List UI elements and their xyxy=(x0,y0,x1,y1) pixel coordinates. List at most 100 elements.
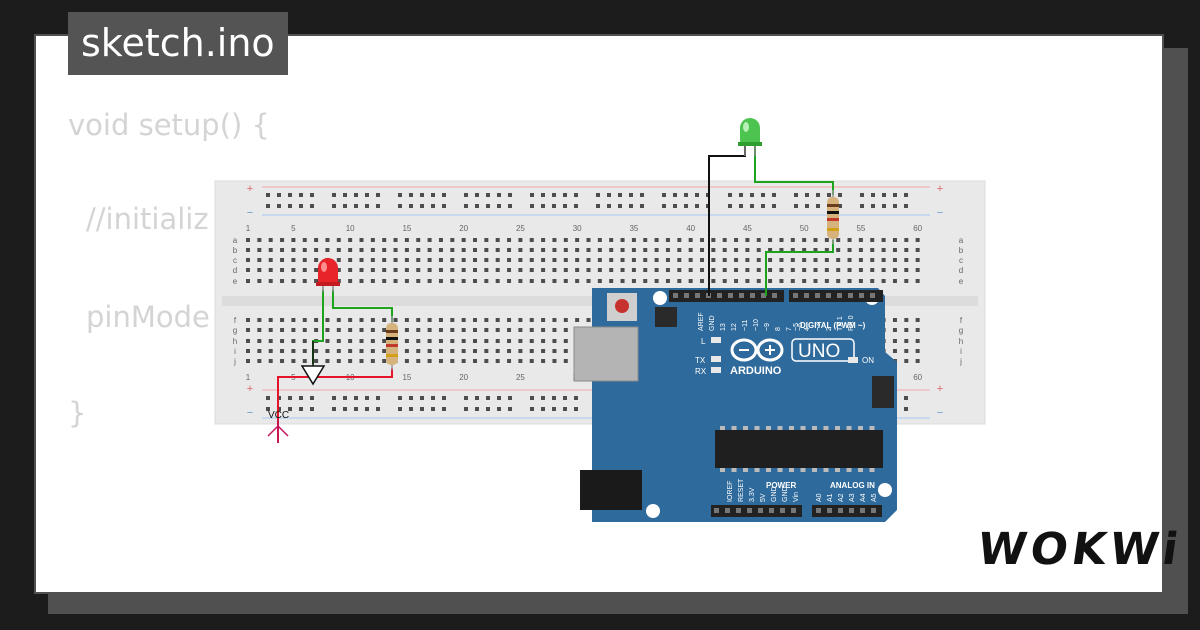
breadboard-hole[interactable] xyxy=(904,238,909,242)
rail-hole[interactable] xyxy=(563,204,567,208)
breadboard-hole[interactable] xyxy=(586,318,591,322)
header-pin[interactable] xyxy=(826,293,831,298)
rail-hole[interactable] xyxy=(508,407,512,411)
breadboard-hole[interactable] xyxy=(438,248,443,252)
breadboard-hole[interactable] xyxy=(541,359,546,363)
breadboard-hole[interactable] xyxy=(711,238,716,242)
rail-hole[interactable] xyxy=(354,407,358,411)
breadboard-hole[interactable] xyxy=(552,359,557,363)
breadboard-hole[interactable] xyxy=(359,349,364,353)
rail-hole[interactable] xyxy=(508,193,512,197)
rail-hole[interactable] xyxy=(299,193,303,197)
breadboard-hole[interactable] xyxy=(858,279,863,283)
breadboard-hole[interactable] xyxy=(427,328,432,332)
breadboard-hole[interactable] xyxy=(915,328,920,332)
breadboard-hole[interactable] xyxy=(336,268,341,272)
breadboard-hole[interactable] xyxy=(609,268,614,272)
breadboard-hole[interactable] xyxy=(847,248,852,252)
rail-hole[interactable] xyxy=(398,396,402,400)
breadboard-hole[interactable] xyxy=(257,258,262,262)
breadboard-hole[interactable] xyxy=(518,359,523,363)
breadboard-hole[interactable] xyxy=(779,279,784,283)
breadboard-hole[interactable] xyxy=(597,258,602,262)
breadboard-hole[interactable] xyxy=(563,339,568,343)
rail-hole[interactable] xyxy=(508,396,512,400)
breadboard-hole[interactable] xyxy=(507,258,512,262)
breadboard-hole[interactable] xyxy=(734,258,739,262)
breadboard-hole[interactable] xyxy=(529,339,534,343)
breadboard-hole[interactable] xyxy=(654,268,659,272)
rail-hole[interactable] xyxy=(486,204,490,208)
breadboard-hole[interactable] xyxy=(416,238,421,242)
breadboard-hole[interactable] xyxy=(677,258,682,262)
breadboard-hole[interactable] xyxy=(552,318,557,322)
breadboard-hole[interactable] xyxy=(427,258,432,262)
breadboard-hole[interactable] xyxy=(643,258,648,262)
breadboard-hole[interactable] xyxy=(915,268,920,272)
breadboard-hole[interactable] xyxy=(552,349,557,353)
rail-hole[interactable] xyxy=(376,407,380,411)
breadboard-hole[interactable] xyxy=(382,328,387,332)
header-pin[interactable] xyxy=(725,508,730,513)
breadboard-hole[interactable] xyxy=(257,238,262,242)
breadboard-hole[interactable] xyxy=(677,238,682,242)
breadboard-hole[interactable] xyxy=(461,279,466,283)
breadboard-hole[interactable] xyxy=(892,318,897,322)
breadboard-hole[interactable] xyxy=(813,238,818,242)
breadboard-hole[interactable] xyxy=(745,258,750,262)
breadboard-hole[interactable] xyxy=(246,328,250,332)
breadboard-hole[interactable] xyxy=(597,238,602,242)
breadboard-hole[interactable] xyxy=(529,349,534,353)
rail-hole[interactable] xyxy=(816,204,820,208)
rail-hole[interactable] xyxy=(420,193,424,197)
breadboard-hole[interactable] xyxy=(438,339,443,343)
breadboard-hole[interactable] xyxy=(404,268,409,272)
breadboard-hole[interactable] xyxy=(404,248,409,252)
breadboard-hole[interactable] xyxy=(370,339,375,343)
breadboard-hole[interactable] xyxy=(722,238,727,242)
rail-hole[interactable] xyxy=(442,193,446,197)
breadboard-hole[interactable] xyxy=(813,258,818,262)
breadboard-hole[interactable] xyxy=(575,238,580,242)
breadboard-hole[interactable] xyxy=(359,248,364,252)
breadboard-hole[interactable] xyxy=(404,258,409,262)
breadboard-hole[interactable] xyxy=(824,258,829,262)
breadboard-hole[interactable] xyxy=(870,258,875,262)
breadboard-hole[interactable] xyxy=(359,238,364,242)
breadboard-hole[interactable] xyxy=(870,238,875,242)
breadboard-hole[interactable] xyxy=(348,258,353,262)
breadboard-hole[interactable] xyxy=(302,359,307,363)
rail-hole[interactable] xyxy=(563,407,567,411)
breadboard-hole[interactable] xyxy=(382,248,387,252)
breadboard-hole[interactable] xyxy=(302,258,307,262)
breadboard-hole[interactable] xyxy=(246,268,250,272)
breadboard-hole[interactable] xyxy=(427,349,432,353)
rail-hole[interactable] xyxy=(563,396,567,400)
breadboard-hole[interactable] xyxy=(915,238,920,242)
breadboard-hole[interactable] xyxy=(541,328,546,332)
breadboard-hole[interactable] xyxy=(915,248,920,252)
breadboard-hole[interactable] xyxy=(904,339,909,343)
rail-hole[interactable] xyxy=(497,193,501,197)
breadboard-hole[interactable] xyxy=(438,328,443,332)
breadboard-hole[interactable] xyxy=(711,279,716,283)
breadboard-hole[interactable] xyxy=(438,359,443,363)
breadboard-hole[interactable] xyxy=(291,359,296,363)
breadboard-hole[interactable] xyxy=(529,279,534,283)
breadboard-hole[interactable] xyxy=(427,339,432,343)
breadboard-hole[interactable] xyxy=(336,318,341,322)
rail-hole[interactable] xyxy=(497,396,501,400)
breadboard-hole[interactable] xyxy=(416,349,421,353)
breadboard-hole[interactable] xyxy=(722,268,727,272)
breadboard-hole[interactable] xyxy=(507,318,512,322)
breadboard-hole[interactable] xyxy=(359,359,364,363)
breadboard-hole[interactable] xyxy=(484,349,489,353)
rail-hole[interactable] xyxy=(541,407,545,411)
breadboard-hole[interactable] xyxy=(824,279,829,283)
breadboard-hole[interactable] xyxy=(268,238,273,242)
breadboard-hole[interactable] xyxy=(563,318,568,322)
breadboard-hole[interactable] xyxy=(325,318,330,322)
breadboard-hole[interactable] xyxy=(370,258,375,262)
breadboard-hole[interactable] xyxy=(756,268,761,272)
rail-hole[interactable] xyxy=(332,204,336,208)
